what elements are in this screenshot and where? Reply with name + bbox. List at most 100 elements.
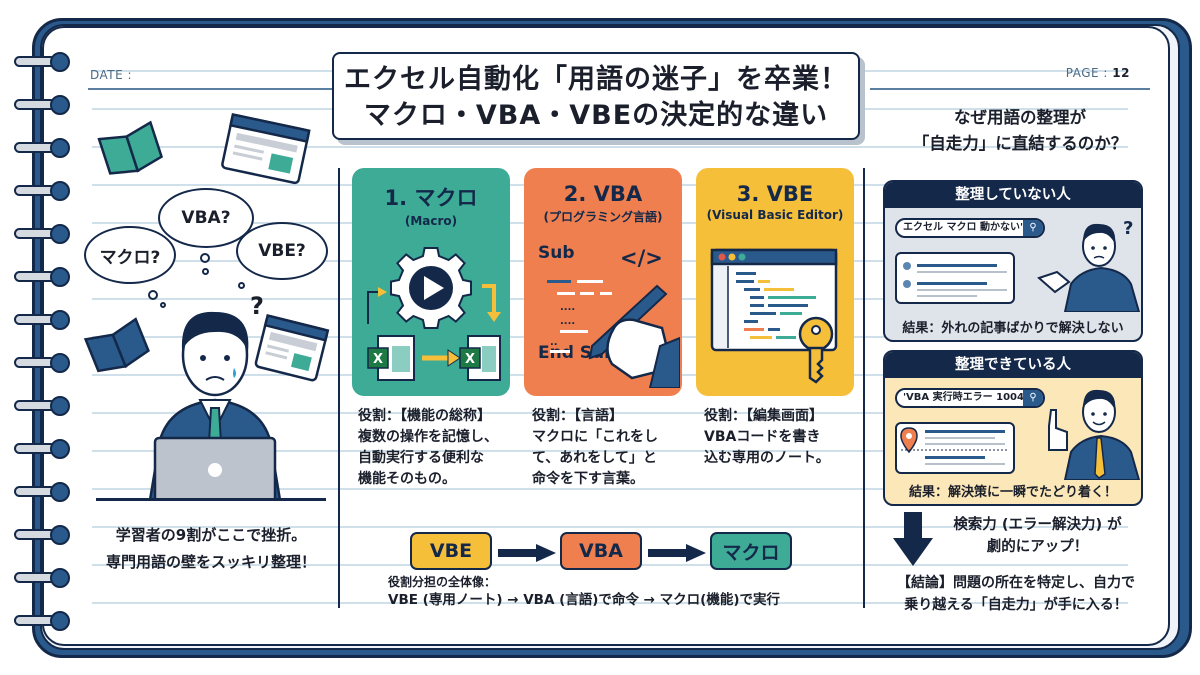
- thought-bubble-vba: VBA?: [158, 188, 254, 248]
- ring-hole: [50, 52, 70, 72]
- open-book-icon: [97, 120, 164, 175]
- case-result: 結果：解決策に一瞬でたどり着く！: [908, 485, 1117, 500]
- ring-hole: [50, 525, 70, 545]
- role-line: て、あれをして」と: [532, 450, 657, 466]
- spiral-ring: [14, 308, 72, 330]
- editor-window-icon: [710, 248, 838, 384]
- thought-text: VBA?: [181, 208, 231, 228]
- svg-text:..: ..: [550, 337, 558, 348]
- writing-hand-icon: .... .... ..: [547, 280, 680, 388]
- why-line-2: 「自走力」に直結するのか？: [912, 134, 1128, 153]
- ring-hole: [50, 267, 70, 287]
- down-arrow-icon: [893, 512, 933, 566]
- role-title: 役割：【機能の総称】: [358, 408, 491, 424]
- desk-line: [96, 498, 326, 501]
- ring-hole: [50, 181, 70, 201]
- spiral-ring: [14, 179, 72, 201]
- card-vbe: 3. VBE (Visual Basic Editor): [696, 168, 854, 396]
- flow-summary-text: VBE (専用ノート) → VBA (言語)で命令 → マクロ(機能)で実行: [388, 592, 780, 608]
- role-line: 込む専用のノート。: [704, 450, 830, 466]
- ring-hole: [50, 482, 70, 502]
- conclusion: 【結論】問題の所在を特定し、自力で 乗り越える「自走力」が手に入る！: [876, 572, 1156, 616]
- browser-window-icon: [221, 113, 311, 185]
- search-icon: ⚲: [1023, 220, 1043, 236]
- confident-man-icon: [1048, 389, 1141, 480]
- card-title: 2. VBA: [563, 182, 643, 206]
- divider-right: [863, 168, 865, 608]
- bubble-dot: [202, 268, 209, 275]
- ring-hole: [50, 611, 70, 631]
- page-label: PAGE :: [1065, 66, 1108, 80]
- location-pin-icon: [900, 427, 918, 454]
- page-number-value: 12: [1112, 66, 1130, 80]
- case-organized: 整理できている人 'VBA 実行時エラー 1004'⚲ 結果：解決策に一瞬でたど…: [883, 350, 1143, 506]
- confused-man-illustration: [148, 311, 282, 500]
- search-box: エクセル マクロ 動かない'⚲: [895, 218, 1045, 238]
- result-lines: [903, 262, 1007, 297]
- search-query: 'VBA 実行時エラー 1004': [903, 392, 1028, 403]
- confused-man-icon: ?: [1037, 218, 1141, 312]
- key-icon: [798, 316, 834, 384]
- page-line: [870, 88, 1150, 90]
- spiral-ring: [14, 609, 72, 631]
- card-title: 1. マクロ: [384, 186, 478, 210]
- boost-line-1: 検索力 (エラー解決力) が: [953, 517, 1122, 533]
- case-result: 結果：外れの記事ばかりで解決しない: [902, 321, 1124, 336]
- spiral-binding: [14, 0, 74, 675]
- browser-window-icon: [254, 314, 330, 382]
- title-box: エクセル自動化「用語の迷子」を卒業！ マクロ・VBA・VBEの決定的な違い: [332, 52, 860, 140]
- case-heading: 整理できている人: [885, 352, 1141, 378]
- card-subtitle: (プログラミング言語): [543, 210, 663, 224]
- card-macro: 1. マクロ (Macro) X X: [352, 168, 510, 396]
- boost-text: 検索力 (エラー解決力) が 劇的にアップ！: [935, 514, 1140, 558]
- spiral-ring: [14, 50, 72, 72]
- spiral-ring: [14, 222, 72, 244]
- thought-text: マクロ?: [99, 247, 161, 268]
- flow-arrow-icon: [648, 544, 706, 562]
- result-lines: [900, 427, 1009, 465]
- svg-text:....: ....: [560, 302, 575, 313]
- card-vba: 2. VBA (プログラミング言語) Sub </> End Sub .... …: [524, 168, 682, 396]
- search-icon: ⚲: [1023, 390, 1043, 406]
- flow-arrow-icon: [498, 544, 556, 562]
- boost-line-2: 劇的にアップ！: [986, 539, 1089, 555]
- divider-left: [338, 168, 340, 608]
- role-line: 機能そのもの。: [358, 471, 456, 487]
- bubble-dot: [238, 282, 245, 289]
- why-question: なぜ用語の整理が 「自走力」に直結するのか？: [880, 105, 1160, 157]
- conclusion-line-1: 【結論】問題の所在を特定し、自力で: [897, 575, 1135, 591]
- caption-line-2: 専門用語の壁をスッキリ整理！: [105, 553, 316, 571]
- role-title: 役割：【言語】: [532, 408, 623, 424]
- spiral-ring: [14, 351, 72, 373]
- role-line: マクロに「これをし: [532, 429, 658, 445]
- role-line: 命令を下す言葉。: [532, 471, 644, 487]
- title-line-1: エクセル自動化「用語の迷子」を卒業！: [344, 64, 848, 95]
- bubble-dot: [160, 302, 166, 308]
- flow-step-vbe: VBE: [410, 532, 492, 570]
- role-macro: 役割：【機能の総称】 複数の操作を記憶し、 自動実行する便利な 機能そのもの。: [358, 406, 498, 490]
- card-subtitle: (Macro): [404, 214, 458, 228]
- spiral-ring: [14, 566, 72, 588]
- spiral-ring: [14, 437, 72, 459]
- question-mark-icon: ?: [250, 292, 264, 320]
- why-line-1: なぜ用語の整理が: [954, 108, 1086, 127]
- ring-hole: [50, 138, 70, 158]
- ring-hole: [50, 224, 70, 244]
- date-line: [88, 88, 333, 90]
- search-query: エクセル マクロ 動かない': [903, 222, 1024, 233]
- card-title: 3. VBE: [736, 182, 814, 206]
- svg-text:X: X: [465, 352, 475, 367]
- spiral-ring: [14, 93, 72, 115]
- case-heading: 整理していない人: [885, 182, 1141, 208]
- excel-file-icon: X: [459, 335, 501, 381]
- ring-hole: [50, 568, 70, 588]
- spiral-ring: [14, 394, 72, 416]
- role-line: 自動実行する便利な: [358, 450, 484, 466]
- svg-text:?: ?: [1123, 218, 1133, 239]
- role-title: 役割：【編集画面】: [704, 408, 823, 424]
- ring-hole: [50, 439, 70, 459]
- spiral-ring: [14, 136, 72, 158]
- date-label: DATE :: [90, 68, 133, 82]
- ring-hole: [50, 95, 70, 115]
- role-line: 複数の操作を記憶し、: [358, 429, 498, 445]
